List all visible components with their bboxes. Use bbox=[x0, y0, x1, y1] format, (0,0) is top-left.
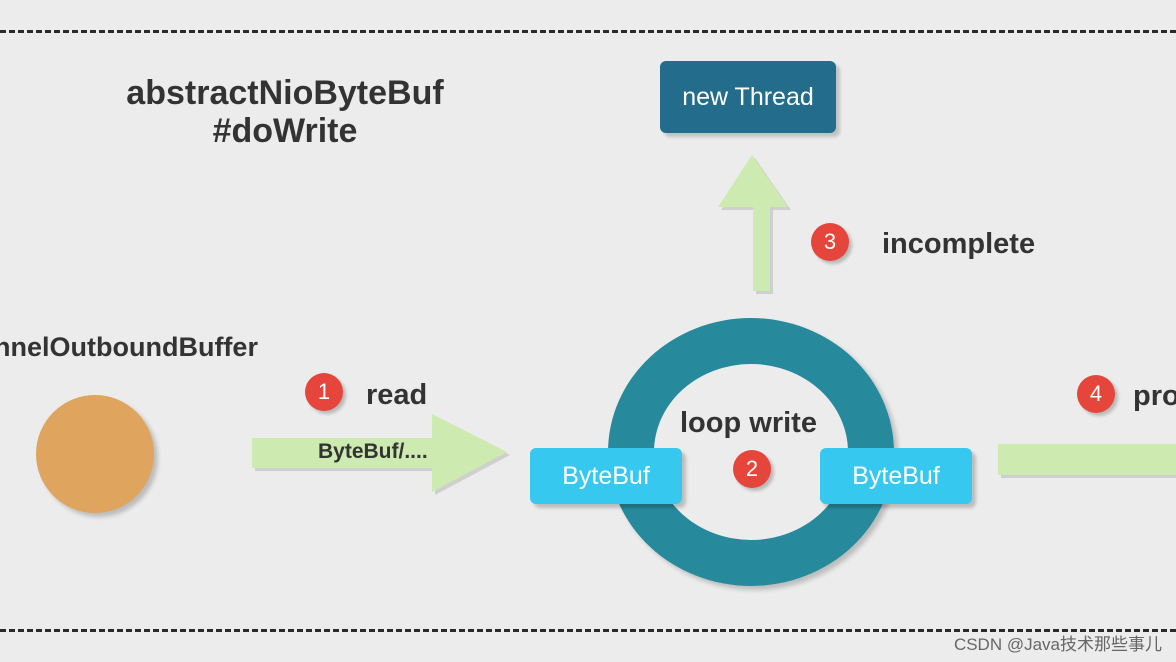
watermark: CSDN @Java技术那些事儿 bbox=[953, 635, 1162, 654]
title-line-2: #doWrite bbox=[212, 112, 358, 150]
step-4-badge: 4 bbox=[1077, 375, 1115, 413]
source-label: nnelOutboundBuffer bbox=[0, 332, 258, 362]
bytebuf-right-box: ByteBuf bbox=[820, 448, 972, 504]
process-right-arrow bbox=[998, 444, 1176, 478]
read-right-arrow bbox=[252, 414, 510, 495]
incomplete-up-arrow bbox=[718, 155, 791, 294]
step-3-label: incomplete bbox=[882, 228, 1036, 260]
step-2-badge: 2 bbox=[733, 450, 771, 488]
diagram-title: abstractNioByteBuf #doWrite bbox=[100, 74, 470, 150]
step-1-badge: 1 bbox=[305, 373, 343, 411]
step-1-label: read bbox=[366, 379, 428, 411]
bytebuf-left-box: ByteBuf bbox=[530, 448, 682, 504]
loop-write-label: loop write bbox=[680, 407, 817, 439]
bytebuf-left-label: ByteBuf bbox=[562, 461, 650, 490]
bytebuf-right-label: ByteBuf bbox=[852, 461, 940, 490]
new-thread-label: new Thread bbox=[682, 82, 814, 111]
top-dashed-border bbox=[0, 30, 1176, 33]
arrow-payload-label: ByteBuf/.... bbox=[318, 440, 428, 463]
outbound-buffer-circle bbox=[36, 395, 154, 513]
title-line-1: abstractNioByteBuf bbox=[126, 74, 444, 112]
new-thread-box: new Thread bbox=[660, 61, 836, 133]
step-3-badge: 3 bbox=[811, 223, 849, 261]
bottom-dashed-border bbox=[0, 629, 1176, 632]
step-4-label: pro bbox=[1133, 380, 1176, 412]
